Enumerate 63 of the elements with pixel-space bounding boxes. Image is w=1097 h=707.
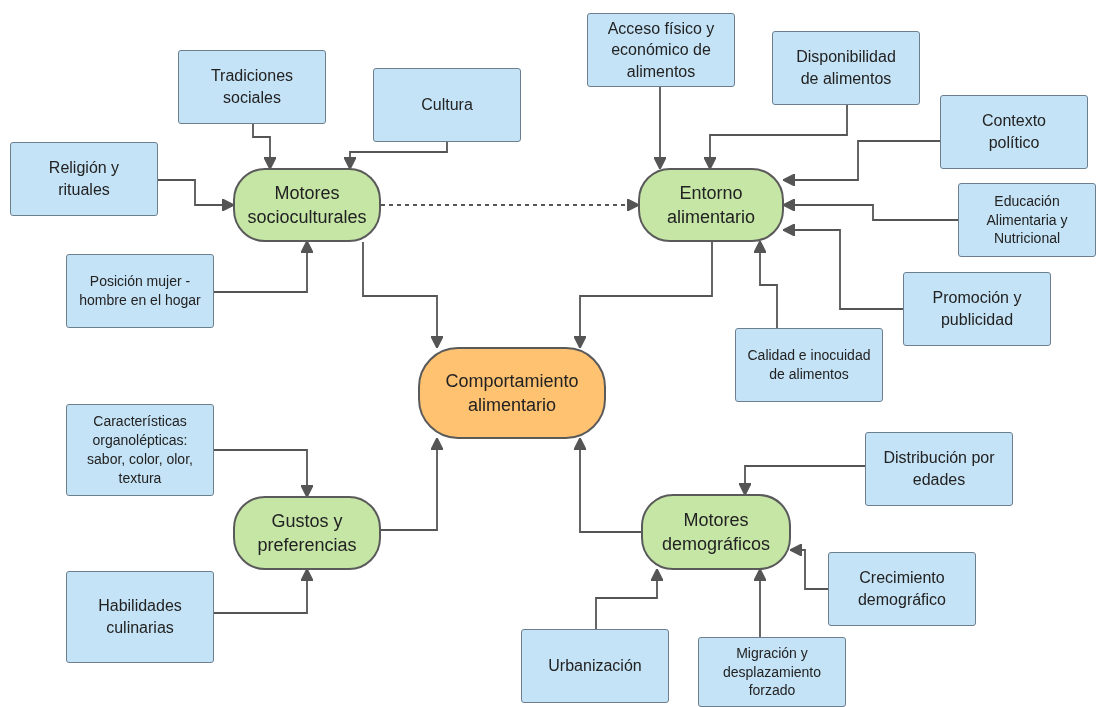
node-text: Urbanización: [547, 656, 643, 677]
node-text: Contexto político: [980, 111, 1047, 153]
concept-pill: [638, 168, 784, 242]
factor-box: [10, 142, 158, 216]
arrow: [703, 104, 848, 170]
arrow: [782, 140, 941, 187]
node-text: Habilidades culinarias: [97, 596, 183, 638]
arrow: [213, 568, 314, 614]
node-text: Disponibilidad de alimentos: [795, 47, 897, 89]
arrow: [782, 223, 904, 310]
node-text: Motores demográficos: [660, 508, 772, 556]
central-concept-pill: [418, 347, 606, 439]
arrow: [653, 86, 667, 170]
arrow: [789, 543, 829, 590]
node-text: Promoción y publicidad: [931, 288, 1023, 330]
factor-box: [66, 571, 214, 663]
factor-box: [958, 183, 1096, 257]
arrow: [573, 437, 642, 533]
node-text: Entorno alimentario: [665, 181, 756, 229]
factor-box: [903, 272, 1051, 346]
arrow: [157, 179, 235, 212]
arrow: [738, 465, 866, 496]
concept-pill: [641, 494, 791, 570]
node-text: Motores socioculturales: [246, 181, 368, 229]
factor-box: [178, 50, 326, 124]
node-text: Religión y rituales: [47, 158, 121, 200]
node-text: Características organolépticas: sabor, color, olor, textura: [86, 412, 194, 488]
arrow: [252, 123, 277, 170]
node-text: Migración y desplazamiento forzado: [721, 643, 823, 701]
arrow: [595, 568, 664, 630]
factor-box: [735, 328, 883, 402]
node-text: Posición mujer - hombre en el hogar: [78, 272, 202, 310]
arrow: [753, 240, 778, 329]
node-text: Gustos y preferencias: [256, 509, 358, 557]
arrow: [380, 437, 444, 531]
factor-box: [865, 432, 1013, 506]
node-text: Tradiciones sociales: [209, 66, 295, 108]
node-text: Distribución por edades: [882, 448, 996, 490]
arrow: [782, 198, 959, 221]
node-text: Acceso físico y económico de alimentos: [606, 18, 716, 82]
factor-box: [828, 552, 976, 626]
node-text: Crecimiento demográfico: [856, 568, 947, 610]
arrow: [573, 241, 713, 349]
node-text: Calidad e inocuidad de alimentos: [746, 346, 872, 384]
node-text: Educación Alimentaria y Nutricional: [985, 191, 1069, 249]
arrow: [213, 240, 314, 293]
factor-box: [772, 31, 920, 105]
concept-pill: [233, 168, 381, 242]
node-text: Comportamiento alimentario: [444, 369, 580, 417]
factor-box: [66, 254, 214, 328]
factor-box: [587, 13, 735, 87]
factor-box: [940, 95, 1088, 169]
node-text: Cultura: [420, 95, 474, 116]
arrow: [213, 449, 314, 498]
factor-box: [521, 629, 669, 703]
factor-box: [373, 68, 521, 142]
arrow: [753, 568, 767, 638]
factor-box: [66, 404, 214, 496]
factor-box: [698, 637, 846, 707]
concept-pill: [233, 496, 381, 570]
arrow: [343, 141, 448, 170]
arrow: [380, 198, 640, 212]
arrow: [362, 241, 444, 349]
